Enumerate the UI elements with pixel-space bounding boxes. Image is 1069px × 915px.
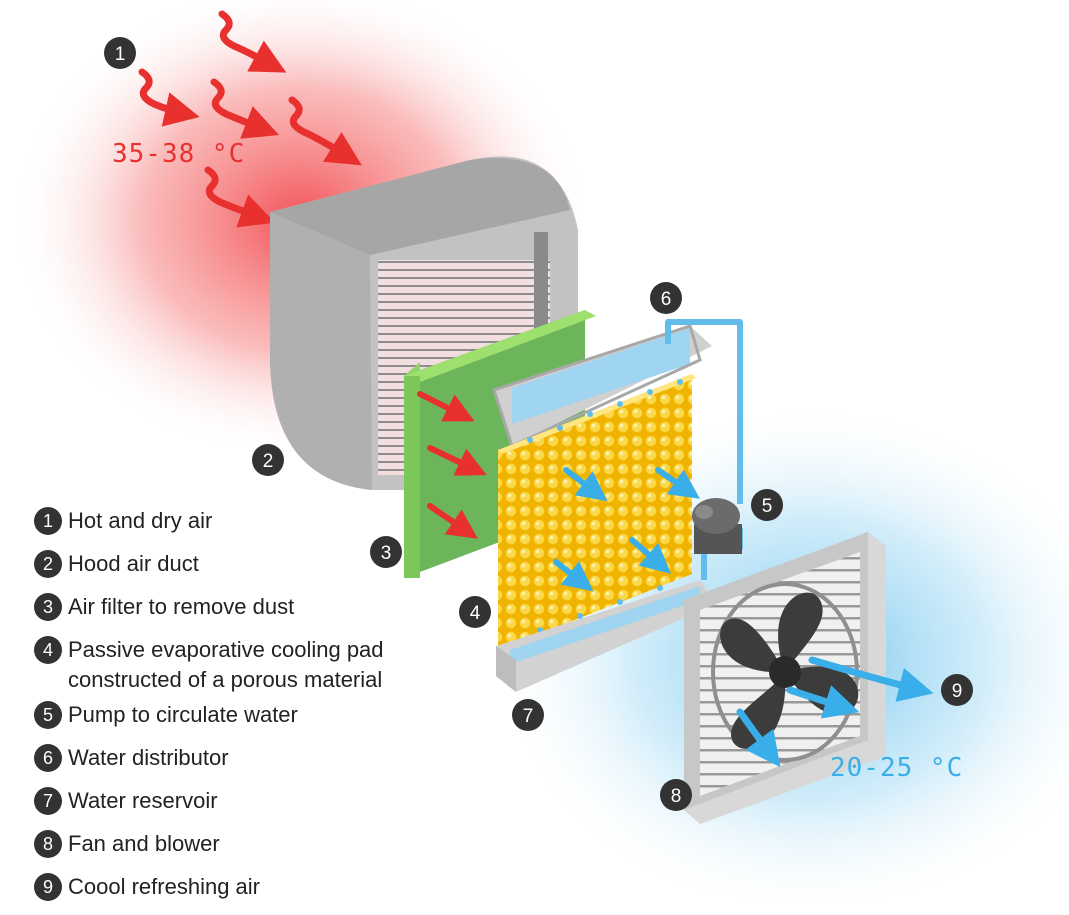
callout-3: 3 xyxy=(370,536,402,568)
callout-4: 4 xyxy=(459,596,491,628)
water-reservoir xyxy=(496,580,716,692)
callout-5: 5 xyxy=(751,489,783,521)
callout-2: 2 xyxy=(252,444,284,476)
legend-text: Passive evaporative cooling pad construc… xyxy=(68,637,384,692)
hot-temperature-label: 35-38 °C xyxy=(112,139,245,169)
fan-and-blower xyxy=(684,532,886,824)
legend-number-badge: 3 xyxy=(34,593,62,621)
legend-text: Hood air duct xyxy=(68,551,199,576)
legend-text: Pump to circulate water xyxy=(68,702,298,727)
pump xyxy=(692,498,742,554)
legend-text: Fan and blower xyxy=(68,831,220,856)
cool-air-arrows xyxy=(736,656,934,768)
legend-text: Water reservoir xyxy=(68,788,218,813)
svg-text:9: 9 xyxy=(952,681,963,702)
svg-text:1: 1 xyxy=(115,44,126,65)
callout-1: 1 xyxy=(104,37,136,69)
svg-text:8: 8 xyxy=(671,786,682,807)
cool-temperature-label: 20-25 °C xyxy=(830,753,963,783)
filter-air-arrows xyxy=(417,391,487,539)
legend-text: Water distributor xyxy=(68,745,229,770)
legend-number-badge: 5 xyxy=(34,701,62,729)
legend-number-badge: 8 xyxy=(34,830,62,858)
pad-air-arrows xyxy=(553,467,700,592)
legend-text: Coool refreshing air xyxy=(68,874,260,899)
callout-7: 7 xyxy=(512,699,544,731)
legend-number-badge: 9 xyxy=(34,873,62,901)
legend-number-badge: 6 xyxy=(34,744,62,772)
svg-text:7: 7 xyxy=(523,706,534,727)
callout-9: 9 xyxy=(941,674,973,706)
water-distributor xyxy=(492,324,712,449)
svg-text:3: 3 xyxy=(381,543,392,564)
callout-8: 8 xyxy=(660,779,692,811)
legend-number-badge: 2 xyxy=(34,550,62,578)
legend-number-badge: 1 xyxy=(34,507,62,535)
legend-number-badge: 7 xyxy=(34,787,62,815)
callout-6: 6 xyxy=(650,282,682,314)
svg-text:6: 6 xyxy=(661,289,672,310)
hot-air-arrows xyxy=(138,10,362,228)
svg-text:2: 2 xyxy=(263,451,274,472)
legend-text: Hot and dry air xyxy=(68,508,213,533)
svg-text:5: 5 xyxy=(762,496,773,517)
legend-number-badge: 4 xyxy=(34,636,62,664)
legend-text: Air filter to remove dust xyxy=(68,594,295,619)
cooling-pad xyxy=(498,374,696,650)
water-drips xyxy=(527,379,683,633)
svg-text:4: 4 xyxy=(470,603,481,624)
